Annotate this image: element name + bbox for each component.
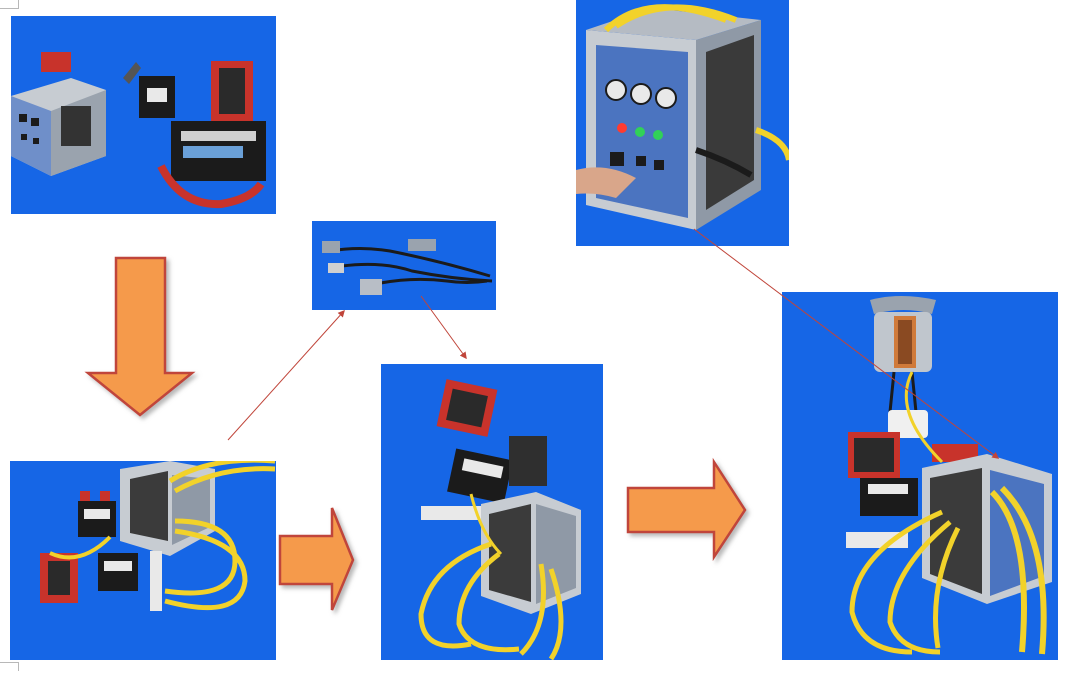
top-left-corner-mark (0, 0, 19, 9)
photo-cabinet-with-cables (381, 364, 603, 660)
component-graphics (123, 61, 266, 209)
arrow-down-p1-to-p2 (84, 256, 196, 417)
photo-assembled-components (10, 461, 276, 660)
photo-exploded-cabinet (11, 16, 276, 214)
photo-full-system-with-furnace (782, 292, 1058, 660)
bottom-left-corner-mark (0, 662, 19, 671)
arrow-right-p2-to-p4 (278, 507, 355, 611)
line-p2-to-p3 (227, 309, 345, 441)
cabinet-graphic (11, 52, 106, 176)
photo-control-cabinet (576, 0, 789, 246)
arrow-right-p4-to-p6 (626, 457, 747, 562)
photo-wiring-harness (312, 221, 496, 310)
